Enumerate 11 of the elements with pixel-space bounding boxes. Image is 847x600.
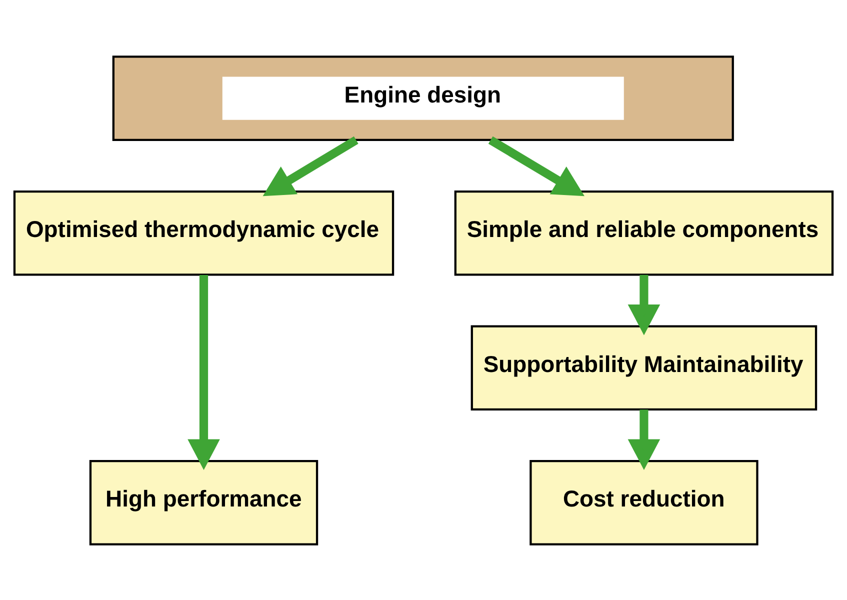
node-box: Supportability Maintainability [470, 324, 818, 410]
arrow [188, 274, 220, 470]
node-box: Cost reduction [530, 460, 758, 545]
node-box: Simple and reliable components [454, 190, 834, 276]
node-box: Optimised thermodynamic cycle [13, 190, 394, 276]
arrow [262, 136, 358, 196]
arrow [488, 136, 584, 196]
arrow [628, 409, 660, 470]
arrow [628, 274, 660, 335]
node-box: High performance [89, 460, 318, 545]
node-box: Engine design [112, 55, 734, 140]
